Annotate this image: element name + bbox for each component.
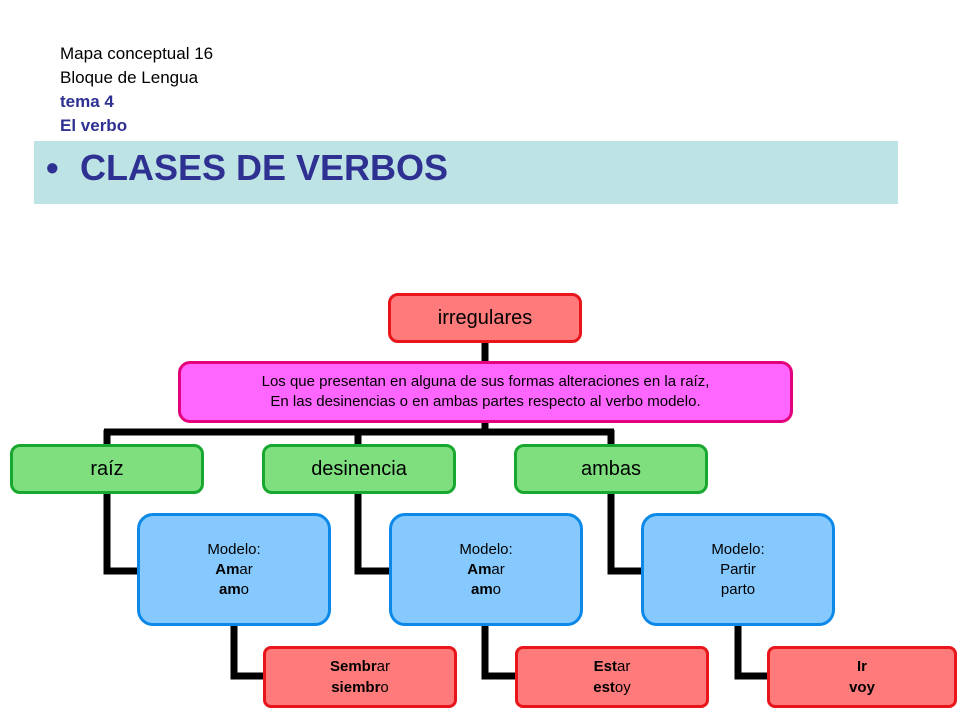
branch-label: desinencia [311, 457, 407, 480]
root-node-label: irregulares [437, 306, 533, 329]
model-form: parto [720, 580, 756, 598]
example-verb: Sembrar [329, 658, 391, 675]
model-verb: Amar [215, 560, 253, 578]
branch-node-desinencia: desinencia [262, 444, 456, 494]
title-banner [34, 141, 898, 204]
header-block: Mapa conceptual 16 Bloque de Lengua tema… [60, 42, 213, 138]
connector-desinencia-model [354, 494, 390, 575]
model-node-raiz: Modelo: Amar amo [137, 513, 331, 626]
header-line-4: El verbo [60, 116, 128, 135]
model-label: Modelo: [711, 540, 765, 558]
model-label: Modelo: [459, 540, 513, 558]
model-form: amo [470, 580, 502, 598]
header-line-2: Bloque de Lengua [60, 68, 199, 87]
connector-raiz-model [103, 494, 139, 575]
definition-line-1: Los que presentan en alguna de sus forma… [261, 373, 710, 390]
root-node-irregulares: irregulares [388, 293, 582, 343]
model-verb: Partir [720, 560, 756, 578]
model-form: amo [218, 580, 250, 598]
definition-node: Los que presentan en alguna de sus forma… [178, 361, 793, 423]
example-node-desinencia: Estar estoy [515, 646, 709, 708]
header-line-1: Mapa conceptual 16 [60, 44, 214, 63]
example-form: estoy [593, 679, 631, 696]
header-line-3: tema 4 [60, 92, 114, 111]
example-node-raiz: Sembrar siembro [263, 646, 457, 708]
branch-label: ambas [580, 457, 642, 480]
branch-node-raiz: raíz [10, 444, 204, 494]
branch-label: raíz [90, 457, 124, 480]
example-node-ambas: Ir voy [767, 646, 957, 708]
model-node-ambas: Modelo: Partir parto [641, 513, 835, 626]
example-verb: Ir [856, 658, 867, 675]
connector-model2-example [481, 625, 516, 680]
page-title: CLASES DE VERBOS [80, 147, 449, 188]
example-form: voy [849, 679, 875, 696]
model-label: Modelo: [207, 540, 261, 558]
connector-model3-example [734, 625, 768, 680]
title-bullet: • [46, 147, 59, 188]
branch-node-ambas: ambas [514, 444, 708, 494]
connector-model1-example [230, 625, 264, 680]
example-form: siembro [331, 679, 389, 696]
model-verb: Amar [467, 560, 505, 578]
connector-ambas-model [607, 494, 643, 575]
definition-line-2: En las desinencias o en ambas partes res… [270, 393, 701, 410]
example-verb: Estar [593, 658, 631, 675]
model-node-desinencia: Modelo: Amar amo [389, 513, 583, 626]
